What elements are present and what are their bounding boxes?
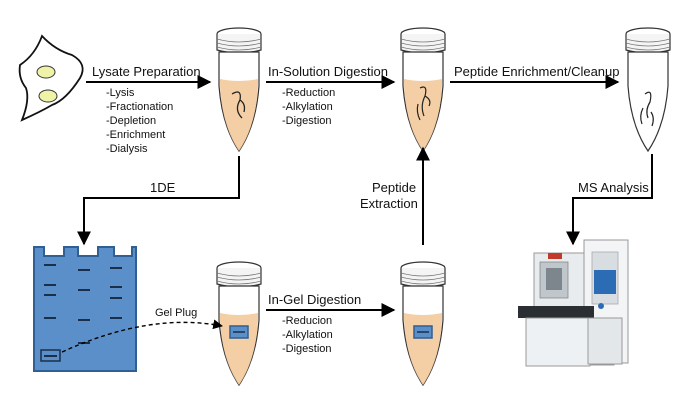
tube-icon bbox=[625, 27, 671, 152]
arrow-gel-plug bbox=[61, 319, 223, 353]
in-gel-item: -Alkylation bbox=[282, 329, 333, 341]
tube-icon bbox=[400, 261, 446, 386]
one-de-label: 1DE bbox=[150, 180, 176, 195]
lysate-item: -Fractionation bbox=[106, 101, 173, 113]
in-solution-item: -Digestion bbox=[282, 115, 332, 127]
lysate-item: -Enrichment bbox=[106, 129, 165, 141]
in-gel-item: -Digestion bbox=[282, 343, 332, 355]
lysate-item: -Depletion bbox=[106, 115, 156, 127]
lysate-preparation-label: Lysate Preparation bbox=[92, 64, 201, 79]
in-solution-item: -Reduction bbox=[282, 87, 335, 99]
tube-icon bbox=[216, 261, 262, 386]
tube-icon bbox=[216, 27, 262, 152]
in-gel-item: -Reducion bbox=[282, 315, 332, 327]
lysate-item: -Lysis bbox=[106, 87, 135, 99]
in-solution-item: -Alkylation bbox=[282, 101, 333, 113]
in-solution-digestion-label: In-Solution Digestion bbox=[268, 64, 388, 79]
tube-icon bbox=[400, 27, 446, 152]
peptide-extraction-label: Extraction bbox=[360, 196, 418, 211]
mass-spectrometer-icon bbox=[518, 239, 629, 367]
arrow-to-ms bbox=[566, 154, 653, 246]
cell-icon bbox=[18, 34, 84, 122]
peptide-enrichment-label: Peptide Enrichment/Cleanup bbox=[454, 64, 620, 79]
gel-plug-label: Gel Plug bbox=[155, 307, 197, 319]
arrow-to-1de bbox=[77, 156, 240, 246]
peptide-extraction-label: Peptide bbox=[372, 180, 416, 195]
lysate-item: -Dialysis bbox=[106, 143, 148, 155]
in-gel-digestion-label: In-Gel Digestion bbox=[268, 292, 361, 307]
gel-icon bbox=[33, 246, 137, 372]
ms-analysis-label: MS Analysis bbox=[578, 180, 649, 195]
flow-arrows bbox=[61, 75, 653, 353]
